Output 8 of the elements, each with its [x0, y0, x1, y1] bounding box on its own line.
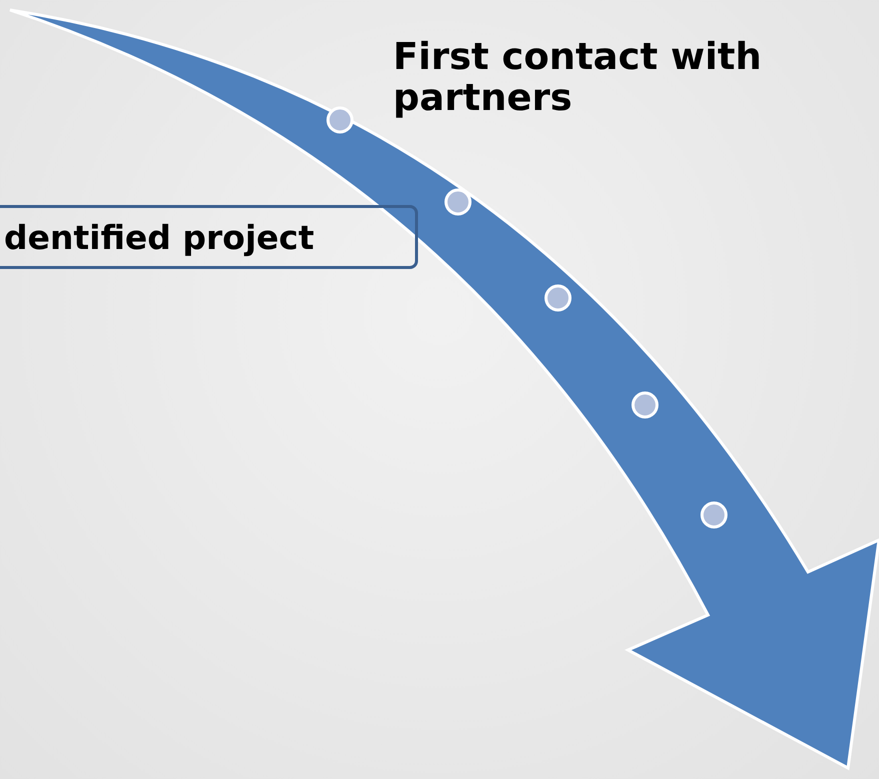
circle-marker [700, 501, 728, 529]
circle-marker [631, 391, 659, 419]
circle-marker [544, 284, 572, 312]
box-title: dentified project [4, 218, 314, 256]
circle-marker [326, 106, 354, 134]
circle-marker [444, 188, 472, 216]
process-box [0, 205, 418, 269]
step-label: First contact with partners [393, 36, 763, 119]
